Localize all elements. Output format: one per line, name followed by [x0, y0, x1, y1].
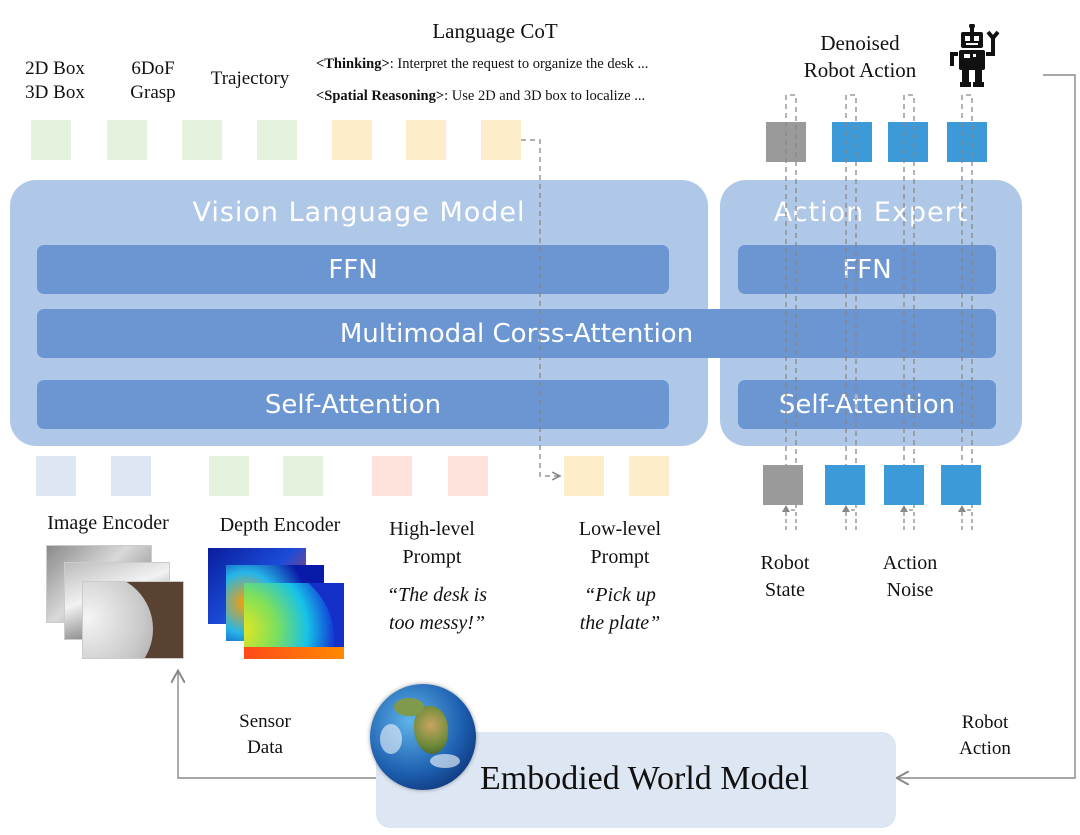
- token-cot-1: [332, 120, 372, 160]
- image-encoder-label: Image Encoder: [47, 512, 169, 534]
- cot-thinking-line: <Thinking>: Interpret the request to org…: [316, 56, 648, 73]
- robot-action-label-1: Robot: [961, 712, 1009, 733]
- trajectory-label: Trajectory: [210, 68, 290, 89]
- token-cot-2: [406, 120, 446, 160]
- box-label-3d: 3D Box: [25, 82, 85, 103]
- low-level-label-2: Prompt: [590, 546, 650, 568]
- high-level-label-1: High-level: [389, 518, 475, 540]
- robot-action-arrow: [898, 74, 1076, 778]
- denoised-label-line1: Denoised: [820, 31, 900, 55]
- cot-thinking-tag: <Thinking>: [316, 56, 390, 72]
- cot-title: Language CoT: [432, 19, 558, 43]
- ae-self-attention-bar: Self-Attention: [738, 380, 996, 429]
- image-stack: [46, 545, 186, 660]
- low-level-quote-1: “Pick up: [584, 584, 656, 606]
- robot-action-label-2: Action: [959, 738, 1011, 759]
- token-image-2: [111, 456, 151, 496]
- high-level-quote-1: “The desk is: [387, 584, 487, 606]
- grasp-label-grasp: Grasp: [130, 82, 176, 103]
- token-noise-in-3: [941, 465, 981, 505]
- token-state-in: [763, 465, 803, 505]
- vlm-title: Vision Language Model: [192, 197, 526, 228]
- depth-stack: [208, 548, 348, 663]
- vlm-self-attention-bar: Self-Attention: [37, 380, 669, 429]
- action-noise-label-2: Noise: [886, 579, 934, 601]
- token-image-1: [36, 456, 76, 496]
- token-trajectory-1: [182, 120, 222, 160]
- token-action-out-3: [947, 122, 987, 162]
- sensor-data-label-2: Data: [247, 737, 283, 758]
- token-lowlevel-1: [564, 456, 604, 496]
- robot-state-label-2: State: [765, 579, 805, 601]
- denoised-label-line2: Robot Action: [803, 58, 917, 82]
- token-noise-in-1: [825, 465, 865, 505]
- token-trajectory-2: [257, 120, 297, 160]
- grasp-label-6dof: 6DoF: [131, 58, 175, 79]
- token-cot-3: [481, 120, 521, 160]
- cot-spatial-tag: <Spatial Reasoning>: [316, 88, 445, 104]
- robot-icon: [950, 24, 1000, 87]
- high-level-quote-2: too messy!”: [388, 612, 486, 634]
- token-action-out-1: [832, 122, 872, 162]
- sensor-data-label-1: Sensor: [239, 711, 291, 732]
- cross-attention-bar: Multimodal Corss-Attention: [37, 309, 996, 358]
- token-noise-in-2: [884, 465, 924, 505]
- ae-ffn-bar: FFN: [738, 245, 996, 294]
- token-grasp: [107, 120, 147, 160]
- action-expert-title: Action Expert: [773, 197, 969, 228]
- camera-image-front: [82, 581, 184, 659]
- high-level-label-2: Prompt: [402, 546, 462, 568]
- cot-spatial-text: : Use 2D and 3D box to localize ...: [444, 88, 646, 104]
- earth-icon: [370, 684, 476, 790]
- low-level-label-1: Low-level: [578, 518, 662, 540]
- low-level-quote-2: the plate”: [579, 612, 661, 634]
- token-depth-1: [209, 456, 249, 496]
- cot-thinking-text: : Interpret the request to organize the …: [389, 56, 649, 72]
- action-noise-label-1: Action: [882, 552, 938, 574]
- token-box: [31, 120, 71, 160]
- depth-image-front: [244, 583, 344, 659]
- vlm-ffn-bar: FFN: [37, 245, 669, 294]
- robot-state-label-1: Robot: [760, 552, 810, 574]
- token-lowlevel-2: [629, 456, 669, 496]
- sensor-data-arrow: [178, 672, 376, 779]
- cot-dashed-arrow: [521, 139, 560, 476]
- cot-spatial-line: <Spatial Reasoning>: Use 2D and 3D box t…: [316, 88, 645, 105]
- world-model-label: Embodied World Model: [480, 760, 810, 797]
- token-action-out-2: [888, 122, 928, 162]
- token-depth-2: [283, 456, 323, 496]
- token-highlevel-1: [372, 456, 412, 496]
- depth-encoder-label: Depth Encoder: [219, 514, 341, 536]
- token-highlevel-2: [448, 456, 488, 496]
- box-label-2d: 2D Box: [25, 58, 85, 79]
